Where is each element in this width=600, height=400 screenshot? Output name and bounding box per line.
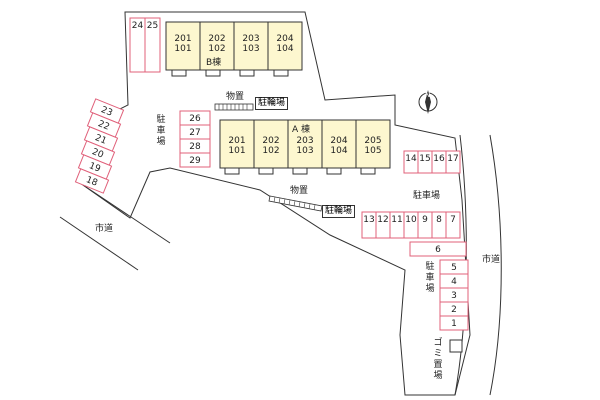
parking-space-28-number: 28 xyxy=(189,142,201,152)
parking-space-2: 2 xyxy=(439,301,469,317)
parking-space-14: 14 xyxy=(403,150,419,174)
parking-space-14-number: 14 xyxy=(405,154,417,164)
parking-space-15-number: 15 xyxy=(419,154,430,164)
parking-space-12: 12 xyxy=(375,211,391,239)
parking-space-18-number: 18 xyxy=(84,175,99,189)
parking-space-18: 18 xyxy=(74,168,110,194)
parking-space-23-number: 23 xyxy=(99,105,113,119)
building-a-label: A 棟 xyxy=(292,125,311,135)
parking-space-6: 6 xyxy=(409,241,467,257)
parking-space-26: 26 xyxy=(179,110,211,126)
parking-space-1: 1 xyxy=(439,315,469,331)
parking-space-8: 8 xyxy=(431,211,447,239)
parking-label-bottom-right: 駐車場 xyxy=(425,262,435,294)
garbage-area xyxy=(449,339,463,353)
north-letter: N xyxy=(425,91,431,99)
parking-space-19: 19 xyxy=(77,154,113,180)
garbage-label: ゴミ置場 xyxy=(433,338,443,381)
parking-space-16: 16 xyxy=(431,150,447,174)
parking-space-3-number: 3 xyxy=(451,291,457,301)
parking-space-4-number: 4 xyxy=(451,277,457,287)
parking-space-3: 3 xyxy=(439,287,469,303)
parking-space-29-number: 29 xyxy=(189,156,201,166)
east-road-line-2 xyxy=(489,134,502,396)
parking-space-22-number: 22 xyxy=(96,119,110,133)
parking-space-20-number: 20 xyxy=(90,147,105,161)
building-b-label: B棟 xyxy=(206,58,222,68)
bike-parking-label-2: 駐輪場 xyxy=(322,205,356,218)
parking-space-1-number: 1 xyxy=(451,319,457,329)
parking-space-24-number: 24 xyxy=(132,21,144,31)
parking-space-17-number: 17 xyxy=(447,154,458,164)
building-b xyxy=(165,21,303,77)
north-arrow-icon xyxy=(418,90,438,114)
storage-shed-2 xyxy=(268,195,323,212)
west-road-line-2 xyxy=(79,182,171,244)
west-road-label: 市道 xyxy=(95,224,114,234)
parking-space-7-number: 7 xyxy=(450,215,456,225)
parking-space-17: 17 xyxy=(445,150,461,174)
parking-space-10: 10 xyxy=(403,211,419,239)
parking-space-8-number: 8 xyxy=(436,215,442,225)
parking-space-2-number: 2 xyxy=(451,305,457,315)
storage-shed-1 xyxy=(214,103,254,111)
parking-space-13-number: 13 xyxy=(363,215,374,225)
parking-space-10-number: 10 xyxy=(405,215,417,225)
bike-parking-label-1: 駐輪場 xyxy=(255,97,289,110)
parking-space-16-number: 16 xyxy=(433,154,445,164)
parking-space-15: 15 xyxy=(417,150,433,174)
parking-label-left: 駐車場 xyxy=(156,115,166,147)
parking-space-4: 4 xyxy=(439,273,469,289)
parking-space-7: 7 xyxy=(445,211,461,239)
parking-space-9: 9 xyxy=(417,211,433,239)
parking-space-28: 28 xyxy=(179,138,211,154)
parking-space-19-number: 19 xyxy=(87,161,102,175)
parking-space-12-number: 12 xyxy=(377,215,388,225)
parking-space-27-number: 27 xyxy=(189,128,200,138)
parking-space-21: 21 xyxy=(83,126,119,152)
parking-space-24: 24 xyxy=(129,17,146,73)
parking-space-26-number: 26 xyxy=(189,114,201,124)
parking-label-right: 駐車場 xyxy=(413,191,441,201)
parking-space-29: 29 xyxy=(179,152,211,168)
parking-space-13: 13 xyxy=(361,211,377,239)
parking-space-11: 11 xyxy=(389,211,405,239)
parking-space-25: 25 xyxy=(144,17,161,73)
parking-space-5: 5 xyxy=(439,259,469,275)
storage-label-2: 物置 xyxy=(290,186,309,196)
parking-space-9-number: 9 xyxy=(422,215,428,225)
parking-space-11-number: 11 xyxy=(391,215,402,225)
parking-space-21-number: 21 xyxy=(93,133,107,147)
parking-space-5-number: 5 xyxy=(451,263,457,273)
storage-label-1: 物置 xyxy=(226,92,245,102)
parking-space-25-number: 25 xyxy=(147,21,158,31)
building-a xyxy=(219,119,391,175)
parking-space-22: 22 xyxy=(86,112,122,138)
parking-space-27: 27 xyxy=(179,124,211,140)
east-road-label: 市道 xyxy=(482,255,501,265)
west-road-line-1 xyxy=(59,216,139,271)
parking-space-6-number: 6 xyxy=(435,245,441,255)
